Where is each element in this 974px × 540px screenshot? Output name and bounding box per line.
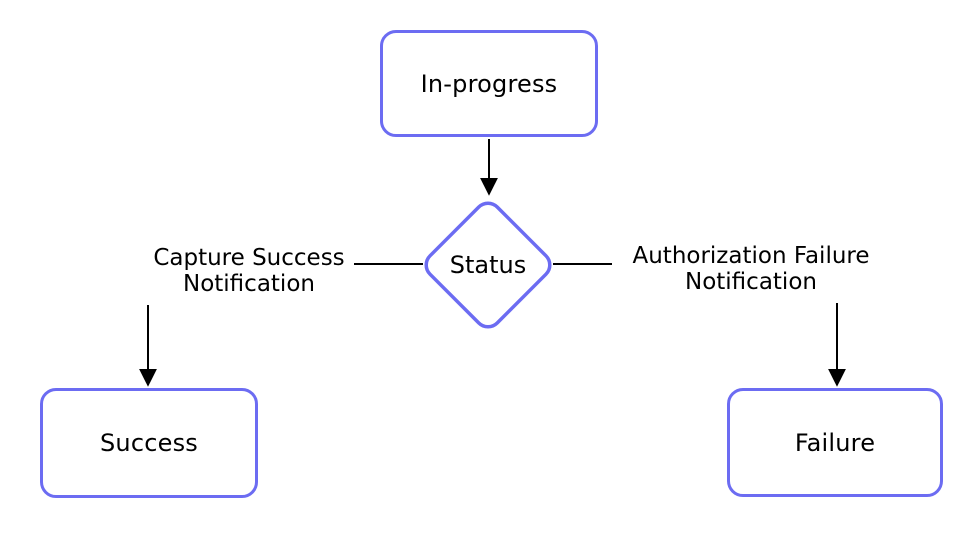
node-in-progress-label: In-progress <box>420 69 558 98</box>
edge-label-capture-success: Capture Success Notification <box>129 245 369 297</box>
node-success-label: Success <box>99 429 198 457</box>
node-status-label: Status <box>418 246 558 284</box>
edge-label-capture-success-line1: Capture Success <box>153 245 345 271</box>
node-in-progress: In-progress <box>380 30 598 137</box>
status-label-text: Status <box>449 251 527 279</box>
node-failure: Failure <box>727 388 943 497</box>
edge-label-authorization-failure: Authorization Failure Notification <box>606 243 896 295</box>
node-failure-label: Failure <box>794 428 876 457</box>
status-diamond-shape <box>424 201 552 329</box>
node-success: Success <box>40 388 258 498</box>
edge-label-authorization-failure-line1: Authorization Failure <box>632 243 870 269</box>
edge-label-capture-success-line2: Notification <box>183 271 315 297</box>
edge-label-authorization-failure-line2: Notification <box>685 269 817 295</box>
